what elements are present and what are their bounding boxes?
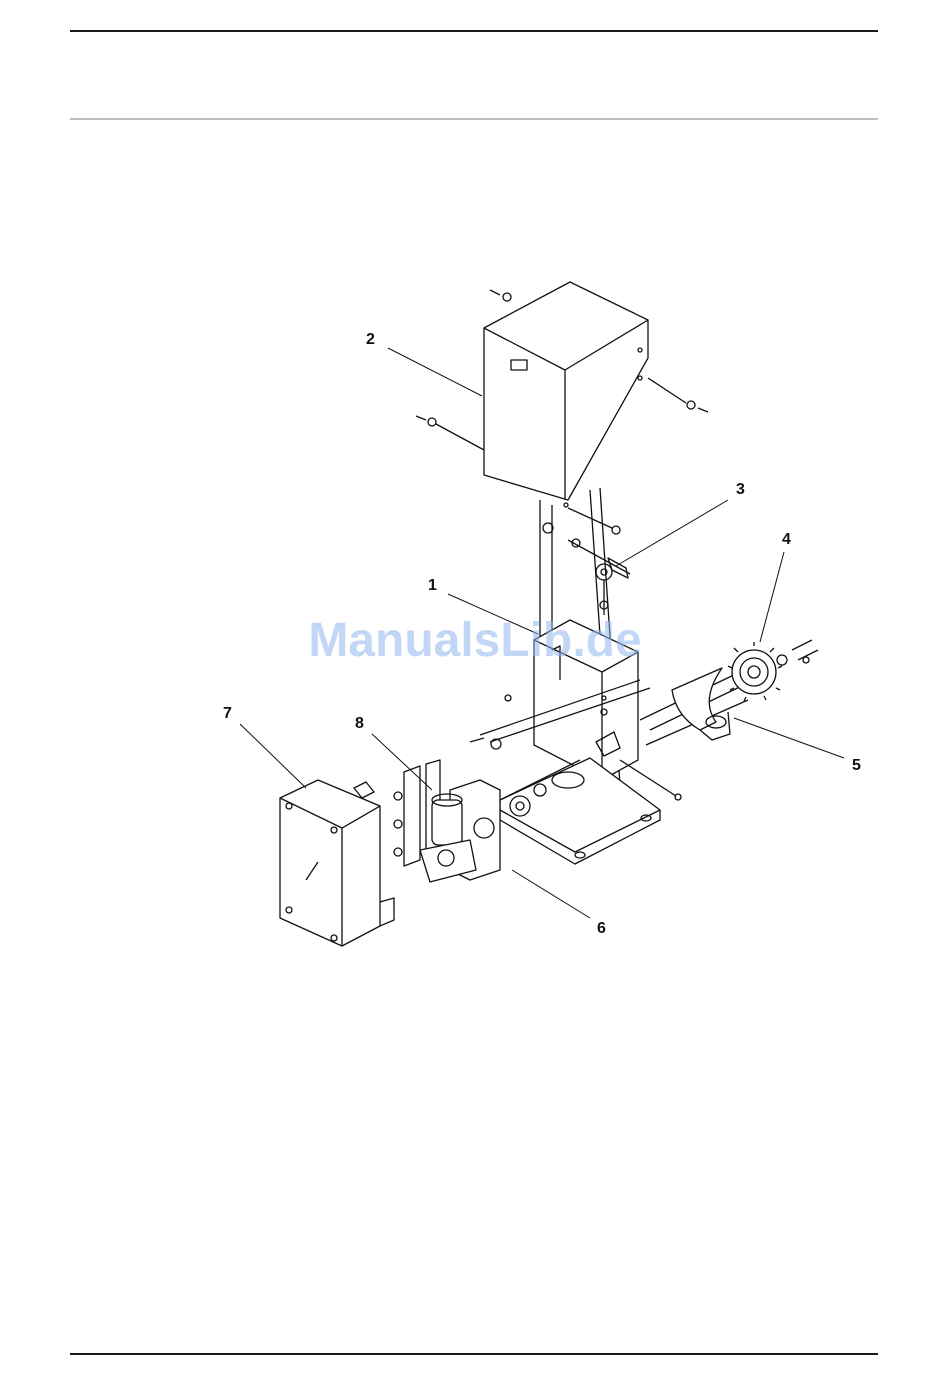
callout-1: 1: [428, 577, 437, 594]
watermark: ManualsLib.de: [308, 614, 641, 667]
sprocket: [728, 640, 818, 701]
callout-6: 6: [597, 920, 606, 937]
callout-4: 4: [782, 531, 791, 548]
callout-7: 7: [223, 705, 232, 722]
callout-5: 5: [852, 757, 861, 774]
callout-8: 8: [355, 715, 364, 732]
pivot-bracket: [543, 523, 630, 615]
callout-3: 3: [736, 481, 745, 498]
cover-hood: [416, 282, 708, 534]
callout-2: 2: [366, 331, 375, 348]
control-box: [280, 780, 394, 946]
